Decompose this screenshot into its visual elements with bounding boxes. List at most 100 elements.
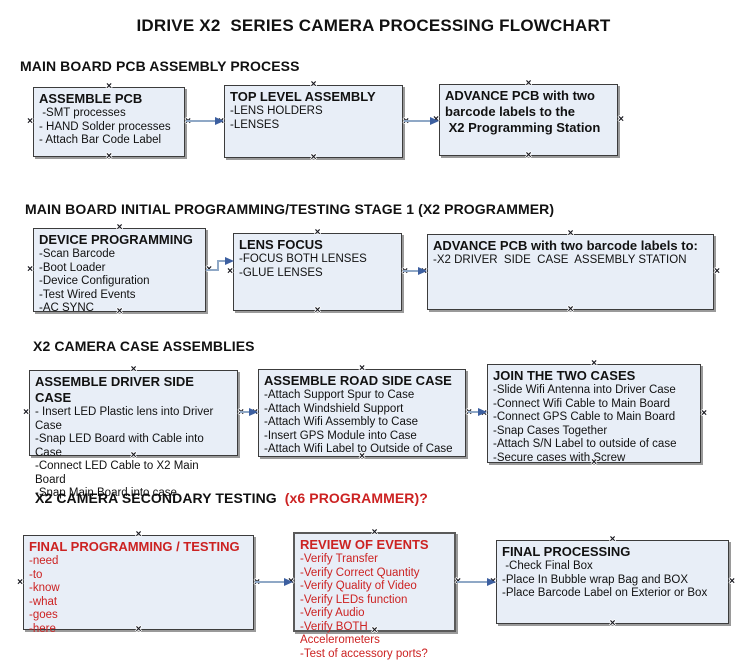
arrow-head-icon bbox=[430, 117, 439, 125]
box-item: - HAND Solder processes bbox=[39, 120, 171, 133]
arrow-head-icon bbox=[284, 578, 293, 586]
box-item: -Insert GPS Module into Case bbox=[264, 429, 417, 442]
box-item: -Connect LED Cable to X2 Main Board bbox=[35, 460, 202, 486]
box-item-list: -Check Final Box-Place In Bubble wrap Ba… bbox=[502, 560, 723, 601]
connection-anchor-icon: × bbox=[227, 266, 233, 277]
arrow-head-icon bbox=[249, 408, 258, 416]
flow-box-advance-pcb-to-programming[interactable]: ADVANCE PCB with two barcode labels to t… bbox=[433, 79, 624, 161]
box-title: ASSEMBLE DRIVER SIDE CASE bbox=[35, 374, 198, 405]
box-item: -Snap Cases Together bbox=[493, 424, 608, 437]
connection-anchor-icon: × bbox=[701, 407, 707, 419]
box-item: -Verify Audio bbox=[300, 607, 365, 619]
box-item-list: -SMT processes- HAND Solder processes- A… bbox=[39, 107, 179, 148]
connector-line bbox=[206, 269, 219, 271]
section-header-red-part: (x6 PROGRAMMER)? bbox=[284, 490, 428, 506]
connection-anchor-icon: × bbox=[714, 266, 720, 277]
arrow-head-icon bbox=[478, 408, 487, 416]
box-item-list: - Insert LED Plastic lens into Driver Ca… bbox=[35, 406, 232, 501]
box-item: -SMT processes bbox=[39, 107, 126, 119]
box-item: -GLUE LENSES bbox=[239, 266, 323, 279]
connection-anchor-icon: × bbox=[609, 534, 616, 545]
box-item: -Device Configuration bbox=[39, 275, 150, 287]
flow-box-final-processing[interactable]: FINAL PROCESSING -Check Final Box-Place … bbox=[490, 535, 735, 629]
connection-anchor-icon: × bbox=[359, 363, 365, 374]
box-item: -LENS HOLDERS bbox=[230, 105, 323, 117]
box-item-list: -Verify Transfer-Verify Correct Quantity… bbox=[300, 553, 449, 661]
connection-anchor-icon: × bbox=[116, 222, 123, 233]
connector-line bbox=[403, 270, 418, 272]
box-item: -Attach Wifi Label to Outside of Case bbox=[264, 443, 453, 455]
box-item: -Verify Quality of Video bbox=[300, 580, 417, 592]
box-item-list: -Slide Wifi Antenna into Driver Case-Con… bbox=[493, 384, 695, 465]
connector-line bbox=[255, 581, 284, 583]
page-title: IDRIVE X2 SERIES CAMERA PROCESSING FLOWC… bbox=[136, 16, 611, 35]
flow-box-review-of-events[interactable]: REVIEW OF EVENTS -Verify Transfer-Verify… bbox=[288, 527, 461, 660]
box-item: -Test Wired Events bbox=[39, 288, 136, 301]
box-item: -FOCUS BOTH LENSES bbox=[239, 253, 367, 265]
connection-anchor-icon: × bbox=[609, 618, 616, 629]
connector-line bbox=[217, 260, 219, 271]
connector-line bbox=[457, 581, 487, 583]
connector-line bbox=[404, 120, 430, 122]
box-item: -Place Barcode Label on Exterior or Box bbox=[502, 587, 708, 599]
connection-anchor-icon: × bbox=[23, 407, 29, 418]
arrow-head-icon bbox=[418, 267, 427, 275]
box-title: FINAL PROCESSING bbox=[502, 544, 631, 559]
box-item: -AC SYNC bbox=[39, 302, 94, 314]
connection-anchor-icon: × bbox=[567, 228, 574, 239]
flow-box-advance-pcb-to-case-station[interactable]: ADVANCE PCB with two barcode labels to: … bbox=[421, 229, 720, 315]
box-item: -Connect Wifi Cable to Main Board bbox=[493, 397, 671, 410]
connection-anchor-icon: × bbox=[591, 358, 597, 369]
connection-anchor-icon: × bbox=[525, 78, 532, 89]
box-item: -Attach Support Spur to Case bbox=[264, 389, 415, 401]
flow-box-assemble-pcb[interactable]: ASSEMBLE PCB -SMT processes- HAND Solder… bbox=[27, 82, 191, 162]
box-item: -Verify Correct Quantity bbox=[300, 566, 420, 579]
box-title: ASSEMBLE PCB bbox=[39, 91, 143, 106]
box-item: -Snap LED Board with Cable into Case bbox=[35, 433, 207, 459]
arrow-head-icon bbox=[215, 117, 224, 125]
box-item-list: -Attach Support Spur to Case-Attach Wind… bbox=[264, 389, 460, 457]
flow-box-assemble-road-side-case[interactable]: ASSEMBLE ROAD SIDE CASE -Attach Support … bbox=[252, 364, 472, 462]
connector-line bbox=[468, 411, 478, 413]
section-header-black-part: X2 CAMERA SECONDARY TESTING bbox=[35, 490, 285, 506]
section-header-secondary-testing: X2 CAMERA SECONDARY TESTING (x6 PROGRAMM… bbox=[35, 490, 428, 506]
box-item: -goes bbox=[29, 609, 58, 621]
box-item-list: -FOCUS BOTH LENSES-GLUE LENSES bbox=[239, 253, 396, 280]
box-item: -Verify Transfer bbox=[300, 553, 378, 565]
connection-anchor-icon: × bbox=[371, 527, 378, 538]
connection-anchor-icon: × bbox=[314, 305, 321, 316]
flow-box-top-level-assembly[interactable]: TOP LEVEL ASSEMBLY -LENS HOLDERS-LENSES … bbox=[218, 80, 409, 163]
flow-box-assemble-driver-side-case[interactable]: ASSEMBLE DRIVER SIDE CASE - Insert LED P… bbox=[23, 365, 244, 500]
box-item: -what bbox=[29, 595, 58, 608]
box-item: -Snap Main Board into case bbox=[35, 487, 177, 499]
connector-line bbox=[240, 411, 249, 413]
flow-box-final-programming-testing[interactable]: FINAL PROGRAMMING / TESTING -need-to-kno… bbox=[17, 530, 260, 635]
connection-anchor-icon: × bbox=[17, 576, 23, 588]
box-item-list: -Scan Barcode-Boot Loader-Device Configu… bbox=[39, 248, 200, 316]
box-item: -Slide Wifi Antenna into Driver Case bbox=[493, 384, 676, 396]
box-title: REVIEW OF EVENTS bbox=[300, 537, 429, 552]
box-item-list: -LENS HOLDERS-LENSES bbox=[230, 105, 397, 132]
box-item-list: -need-to-know-what-goes-here bbox=[29, 555, 248, 636]
box-item: -Attach Wifi Assembly to Case bbox=[264, 416, 419, 428]
box-title: FINAL PROGRAMMING / TESTING bbox=[29, 539, 240, 554]
box-title: LENS FOCUS bbox=[239, 237, 323, 252]
connection-anchor-icon: × bbox=[525, 150, 532, 161]
connection-anchor-icon: × bbox=[567, 304, 574, 315]
section-header-pcb-assembly: MAIN BOARD PCB ASSEMBLY PROCESS bbox=[20, 58, 300, 74]
connection-anchor-icon: × bbox=[135, 529, 142, 540]
box-item: -LENSES bbox=[230, 118, 280, 131]
connector-line bbox=[217, 260, 225, 262]
arrow-head-icon bbox=[487, 578, 496, 586]
box-item: -Verify LEDs function bbox=[300, 593, 408, 606]
box-item: -Attach Windshield Support bbox=[264, 402, 404, 415]
connection-anchor-icon: × bbox=[310, 152, 317, 163]
section-header-initial-programming: MAIN BOARD INITIAL PROGRAMMING/TESTING S… bbox=[25, 201, 555, 217]
connection-anchor-icon: × bbox=[618, 114, 624, 125]
flow-box-join-the-two-cases[interactable]: JOIN THE TWO CASES -Slide Wifi Antenna i… bbox=[481, 359, 707, 468]
flow-box-device-programming[interactable]: DEVICE PROGRAMMING -Scan Barcode-Boot Lo… bbox=[27, 223, 212, 317]
connection-anchor-icon: × bbox=[729, 576, 735, 587]
box-item: -Boot Loader bbox=[39, 261, 106, 274]
flow-box-lens-focus[interactable]: LENS FOCUS -FOCUS BOTH LENSES-GLUE LENSE… bbox=[227, 228, 408, 316]
